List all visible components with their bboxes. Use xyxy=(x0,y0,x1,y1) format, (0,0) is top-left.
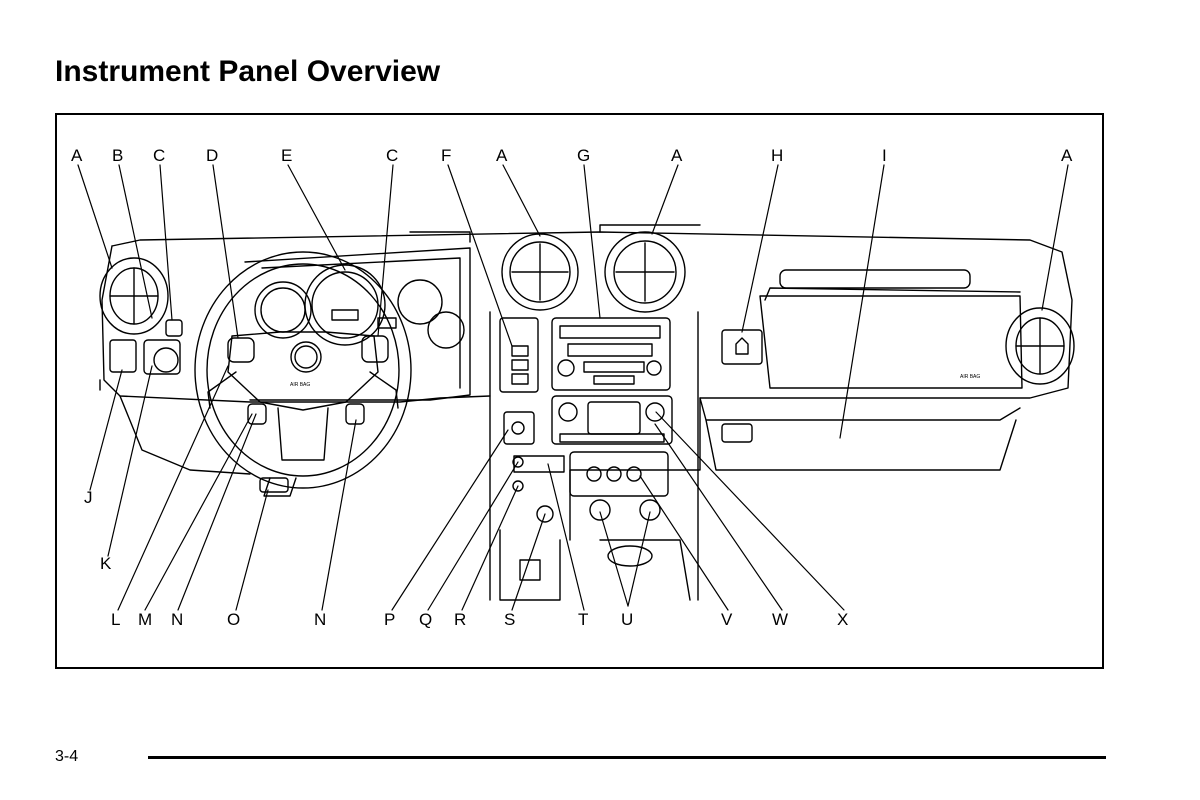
airbag-text-passenger: AIR BAG xyxy=(960,374,980,380)
callout-label: N xyxy=(314,610,326,629)
glovebox xyxy=(759,269,1023,389)
steering-left-controls xyxy=(227,337,255,363)
lighter xyxy=(536,505,554,523)
callout-label: V xyxy=(721,610,733,629)
callout-label: N xyxy=(171,610,183,629)
lower-switch-panel xyxy=(569,451,669,497)
switch-column-left xyxy=(499,317,539,393)
callout-label: C xyxy=(386,146,398,165)
callout-label: H xyxy=(771,146,783,165)
right-air-vent xyxy=(1005,307,1075,385)
callout-label: G xyxy=(577,146,590,165)
right-climate-knob xyxy=(645,402,665,422)
steering-right-controls xyxy=(361,335,389,363)
headlamp-knob xyxy=(153,347,179,373)
callout-label: C xyxy=(153,146,165,165)
page-title: Instrument Panel Overview xyxy=(55,55,441,88)
callout-label: T xyxy=(578,610,588,629)
steering-wheel xyxy=(194,251,412,489)
callout-label: W xyxy=(772,610,788,629)
center-right-air-vent xyxy=(604,231,686,313)
page-number: 3-4 xyxy=(55,748,79,765)
callout-label: O xyxy=(227,610,240,629)
callout-label: Q xyxy=(419,610,432,629)
instrument-cluster-hood xyxy=(244,247,471,401)
callout-label: E xyxy=(281,146,292,165)
bottom-callout-labels: L M N O N P Q R S T U V W X xyxy=(111,610,848,629)
callout-label: A xyxy=(671,146,683,165)
headlamp-switch-area xyxy=(109,339,137,373)
leader-lines xyxy=(77,164,1069,611)
callout-label: U xyxy=(621,610,633,629)
footer-rule xyxy=(148,756,1106,759)
callout-label: P xyxy=(384,610,395,629)
center-left-air-vent xyxy=(501,233,579,311)
left-callout-labels: J K xyxy=(84,488,112,573)
callout-label: I xyxy=(882,146,887,165)
traction-switch-panel xyxy=(503,411,535,445)
dashboard-outline xyxy=(111,231,1073,541)
callout-label: J xyxy=(84,488,93,507)
callout-label: L xyxy=(111,610,120,629)
callout-label: A xyxy=(1061,146,1073,165)
callout-label: B xyxy=(112,146,123,165)
hood-release xyxy=(259,477,289,493)
callout-label: S xyxy=(504,610,515,629)
top-callout-labels: A B C D E C F A G A H I A xyxy=(71,146,1073,165)
center-console xyxy=(499,529,691,601)
callout-label: X xyxy=(837,610,848,629)
temp-gauge xyxy=(427,311,465,349)
airbag-text-steering: AIR BAG xyxy=(290,382,310,388)
glovebox-latch xyxy=(721,423,753,443)
passenger-airbag-indicator xyxy=(721,329,763,365)
instrument-panel-figure xyxy=(55,113,1104,669)
callout-label: R xyxy=(454,610,466,629)
tachometer-gauge xyxy=(254,281,312,339)
horn-emblem xyxy=(290,341,322,373)
callout-label: A xyxy=(496,146,508,165)
steering-column xyxy=(263,477,297,497)
callout-label: F xyxy=(441,146,451,165)
fuel-gauge xyxy=(397,279,443,325)
callout-label: M xyxy=(138,610,152,629)
callout-label: D xyxy=(206,146,218,165)
left-air-vent xyxy=(99,257,169,335)
left-climate-knob xyxy=(558,402,578,422)
callout-label: K xyxy=(100,554,112,573)
callout-label: A xyxy=(71,146,83,165)
power-outlet-right xyxy=(639,499,661,521)
radio-unit xyxy=(551,317,671,391)
climate-control-panel xyxy=(551,395,673,445)
power-outlet-left xyxy=(589,499,611,521)
